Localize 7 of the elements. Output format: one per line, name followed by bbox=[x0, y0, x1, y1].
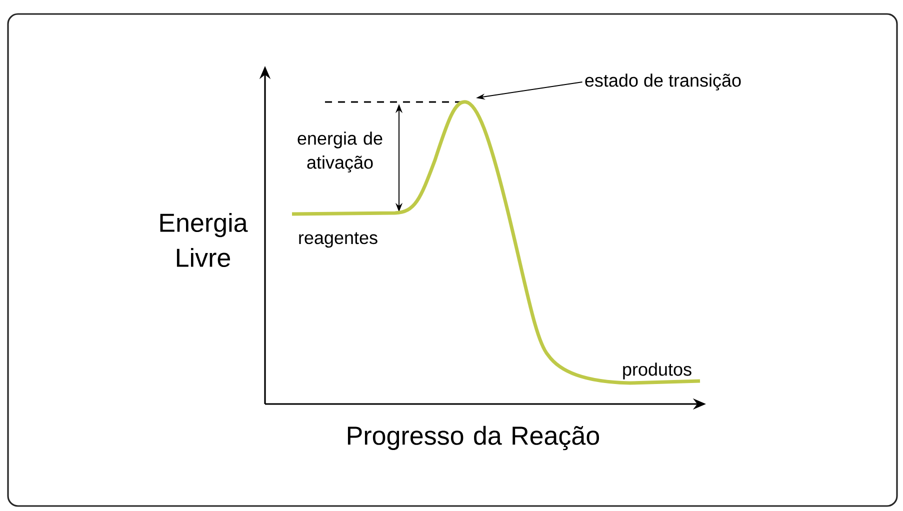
axis-title: Energia Livre bbox=[160, 212, 248, 268]
curve-label: reagentes bbox=[299, 232, 378, 248]
curve-label: energia de ativação bbox=[298, 132, 382, 172]
curve-label: produtos bbox=[623, 362, 692, 380]
axis-title: Progresso da Reação bbox=[348, 426, 600, 450]
energy-curve bbox=[292, 100, 700, 385]
callout-text: estado de transição bbox=[585, 74, 741, 90]
